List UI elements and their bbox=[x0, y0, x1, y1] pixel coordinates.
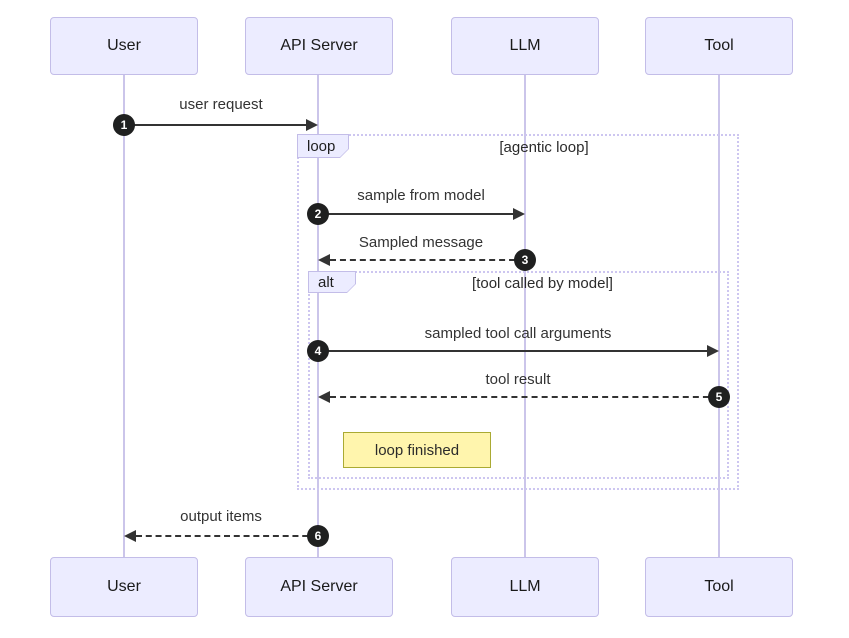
sequence-number-3: 3 bbox=[514, 249, 536, 271]
alt-frame-condition: [tool called by model] bbox=[472, 275, 613, 292]
loop-frame bbox=[297, 134, 739, 490]
sequence-number-1: 1 bbox=[113, 114, 135, 136]
alt-frame-tag-fill bbox=[309, 272, 355, 292]
message-line-tool-result bbox=[330, 396, 719, 398]
note-loop-finished: loop finished bbox=[343, 432, 491, 468]
actor-bottom-api-server: API Server bbox=[245, 557, 393, 617]
sequence-number-6: 6 bbox=[307, 525, 329, 547]
actor-bottom-llm: LLM bbox=[451, 557, 599, 617]
actor-top-llm: LLM bbox=[451, 17, 599, 75]
loop-frame-condition: [agentic loop] bbox=[499, 139, 589, 156]
arrowhead-sampled-tool-call-arguments bbox=[707, 345, 719, 357]
lifeline-api-server bbox=[317, 75, 319, 557]
actor-bottom-user: User bbox=[50, 557, 198, 617]
actor-top-api-server: API Server bbox=[245, 17, 393, 75]
loop-frame-label: loop bbox=[307, 137, 336, 155]
message-line-sampled-message bbox=[330, 259, 525, 261]
actor-top-user: User bbox=[50, 17, 198, 75]
alt-frame bbox=[308, 271, 729, 479]
message-label-sampled-tool-call-arguments: sampled tool call arguments bbox=[424, 325, 612, 342]
lifeline-tool bbox=[718, 75, 720, 557]
alt-frame-label: alt bbox=[318, 273, 334, 291]
arrowhead-tool-result bbox=[318, 391, 330, 403]
message-label-output-items: output items bbox=[180, 508, 262, 525]
message-label-sample-from-model: sample from model bbox=[357, 187, 485, 204]
actor-top-tool: Tool bbox=[645, 17, 793, 75]
arrowhead-sample-from-model bbox=[513, 208, 525, 220]
arrowhead-output-items bbox=[124, 530, 136, 542]
message-line-output-items bbox=[136, 535, 318, 537]
arrowhead-user-request bbox=[306, 119, 318, 131]
message-line-sampled-tool-call-arguments bbox=[318, 350, 707, 352]
message-label-tool-result: tool result bbox=[485, 371, 551, 388]
sequence-number-4: 4 bbox=[307, 340, 329, 362]
message-label-sampled-message: Sampled message bbox=[358, 234, 484, 251]
sequence-number-2: 2 bbox=[307, 203, 329, 225]
lifeline-user bbox=[123, 75, 125, 557]
lifeline-llm bbox=[524, 75, 526, 557]
alt-frame-tag: alt bbox=[308, 271, 356, 293]
message-line-user-request bbox=[124, 124, 306, 126]
arrowhead-sampled-message bbox=[318, 254, 330, 266]
message-line-sample-from-model bbox=[318, 213, 513, 215]
loop-frame-tag-fill bbox=[298, 135, 348, 157]
actor-bottom-tool: Tool bbox=[645, 557, 793, 617]
sequence-number-5: 5 bbox=[708, 386, 730, 408]
loop-frame-tag: loop bbox=[297, 134, 349, 158]
message-label-user-request: user request bbox=[179, 96, 263, 113]
